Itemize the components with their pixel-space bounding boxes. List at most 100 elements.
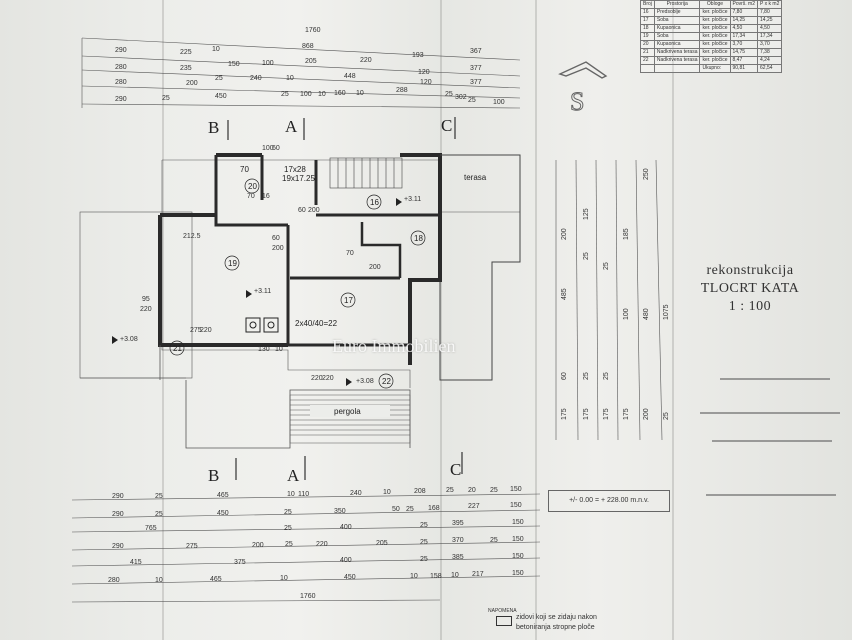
dim: 290 — [112, 493, 124, 500]
section-markers-top: B A C — [208, 116, 456, 140]
cell: 3,70 — [757, 40, 783, 49]
dim: 25 — [406, 506, 414, 513]
top-dimension-lines — [81, 37, 521, 109]
stair-label: 17x28 — [284, 165, 306, 174]
dim: 25 — [490, 487, 498, 494]
dim: 217 — [472, 571, 484, 578]
dim: 25 — [420, 522, 428, 529]
cell: ker. pločice — [699, 40, 731, 49]
dim: 370 — [452, 537, 464, 544]
cell: 20 — [640, 40, 655, 49]
cell: ker. pločice — [699, 32, 731, 41]
cell: 7,38 — [757, 48, 783, 57]
dim: 25 — [445, 91, 453, 98]
cell: 19 — [640, 32, 655, 41]
dim: 160 — [334, 90, 346, 97]
dim: 290 — [112, 511, 124, 518]
dim: 100 — [262, 145, 274, 152]
north-arrow-icon: S — [558, 61, 608, 117]
dim: 175 — [561, 408, 568, 420]
dim: 200 — [643, 408, 650, 420]
dim: 225 — [180, 49, 192, 56]
section-mark-a: A — [287, 466, 300, 485]
bottom-dimension-lines — [71, 493, 541, 603]
illegible-handwriting — [706, 494, 836, 496]
dim: 25 — [284, 525, 292, 532]
top-dim-row-2: 280 235 150 100 205 220 120 377 — [115, 57, 482, 76]
room-number: 16 — [370, 198, 379, 207]
dim: 20 — [468, 487, 476, 494]
level-label: +3.08 — [120, 336, 138, 343]
dim: 395 — [452, 520, 464, 527]
dim: 70 — [247, 193, 255, 200]
paper-fold — [162, 0, 164, 640]
dim: 60 — [298, 207, 306, 214]
level-label: +3.11 — [404, 196, 421, 203]
dim: 367 — [470, 48, 482, 55]
cell: 22 — [640, 56, 655, 65]
dim: 280 — [108, 577, 120, 584]
dim: 70 — [240, 165, 249, 174]
dim: 220 — [360, 57, 372, 64]
dim: 25 — [603, 262, 610, 270]
room-number-circles — [169, 178, 426, 389]
cell: ker. pločice — [699, 56, 731, 65]
dim: 60 — [272, 145, 280, 152]
dim: 50 — [392, 506, 400, 513]
dim: 200 — [186, 80, 198, 87]
cell: 18 — [640, 24, 655, 33]
dim: 185 — [623, 228, 630, 240]
dim: 10 — [287, 491, 295, 498]
room-number: 17 — [344, 296, 353, 305]
dim: 95 — [142, 296, 150, 303]
note-heading: NAPOMENA — [488, 608, 517, 614]
dim: 125 — [583, 208, 590, 220]
dim: 765 — [145, 525, 157, 532]
cell: 4,50 — [729, 24, 759, 33]
dim: 240 — [350, 490, 362, 497]
legend-swatch — [496, 616, 512, 626]
dim: 1075 — [663, 304, 670, 320]
dim: 25 — [215, 75, 223, 82]
illegible-handwriting — [712, 440, 832, 442]
dim: 150 — [510, 486, 522, 493]
illegible-handwriting — [700, 412, 840, 414]
dim: 415 — [130, 559, 142, 566]
paper-fold — [535, 0, 537, 640]
dim: 175 — [583, 408, 590, 420]
dim: 290 — [115, 96, 127, 103]
total-area: 90,81 — [729, 64, 759, 73]
dim: 250 — [643, 168, 650, 180]
cell: Nadkrivena terasa — [653, 56, 701, 65]
note-line: betoniranja stropne ploče — [516, 624, 595, 631]
dim: 10 — [155, 577, 163, 584]
cell: Soba — [653, 32, 701, 41]
bottom-dim-row-1: 290 25 465 10 110 240 10 208 25 20 25 15… — [112, 486, 522, 500]
total-pk: 62,54 — [757, 64, 783, 73]
dim: 240 — [250, 75, 262, 82]
cell — [640, 64, 655, 73]
top-dim-row-3: 280 200 25 240 10 448 120 377 — [115, 73, 482, 87]
paper-fold — [440, 0, 442, 640]
bottom-dim-row-4: 290 275 200 25 220 205 25 370 25 150 — [112, 536, 524, 550]
dim: 150 — [512, 553, 524, 560]
top-dim-row-1: 290 225 10 868 193 367 — [115, 43, 482, 59]
dim: 235 — [180, 65, 192, 72]
staircase — [329, 157, 403, 189]
pergola — [289, 394, 411, 444]
dim: 227 — [468, 503, 480, 510]
dim: 25 — [603, 372, 610, 380]
cell: 14,75 — [729, 48, 759, 57]
dim: 150 — [512, 570, 524, 577]
dim: 25 — [583, 372, 590, 380]
pergola-label-bg — [310, 405, 390, 417]
col-header: Broj — [640, 0, 655, 9]
dim: 175 — [603, 408, 610, 420]
dim: 448 — [344, 73, 356, 80]
dim: 60 — [272, 235, 280, 242]
dim: 350 — [334, 508, 346, 515]
dim: 25 — [583, 252, 590, 260]
